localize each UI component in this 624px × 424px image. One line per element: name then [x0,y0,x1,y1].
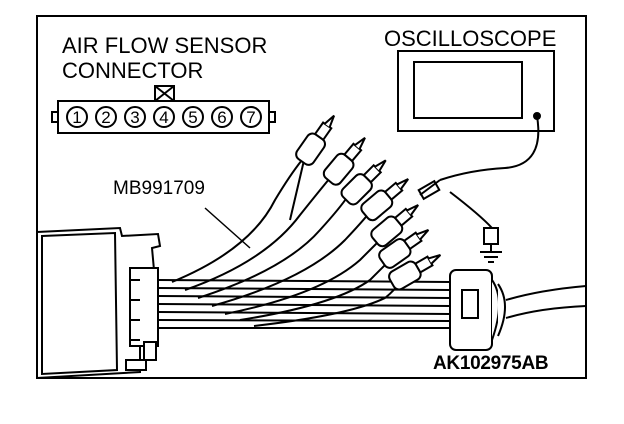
test-plugs [295,114,442,291]
connector-pin-7: 7 [240,106,262,128]
figure-frame [36,15,587,379]
harness-part-number-label: MB991709 [113,178,205,199]
connector-title-line2: CONNECTOR [62,58,204,83]
connector-pin-3: 3 [124,106,146,128]
connector-title-line1: AIR FLOW SENSOR [62,33,268,58]
part-leader-line [204,207,251,249]
connector-pin-1: 1 [66,106,88,128]
connector-pin-4: 4 [153,106,175,128]
connector-pin-6: 6 [211,106,233,128]
sensor-body [36,226,162,380]
connector-pinout [51,85,276,134]
harness-end-connector [449,269,506,351]
connector-pin-5: 5 [182,106,204,128]
probe-lead [417,115,540,252]
branch-leads [171,155,401,327]
connector-pin-2: 2 [95,106,117,128]
sensor-cable [505,285,587,319]
ground-icon [480,251,502,263]
oscilloscope-label: OSCILLOSCOPE [384,26,557,51]
figure-code-label: AK102975AB [433,353,549,374]
oscilloscope [397,50,555,132]
